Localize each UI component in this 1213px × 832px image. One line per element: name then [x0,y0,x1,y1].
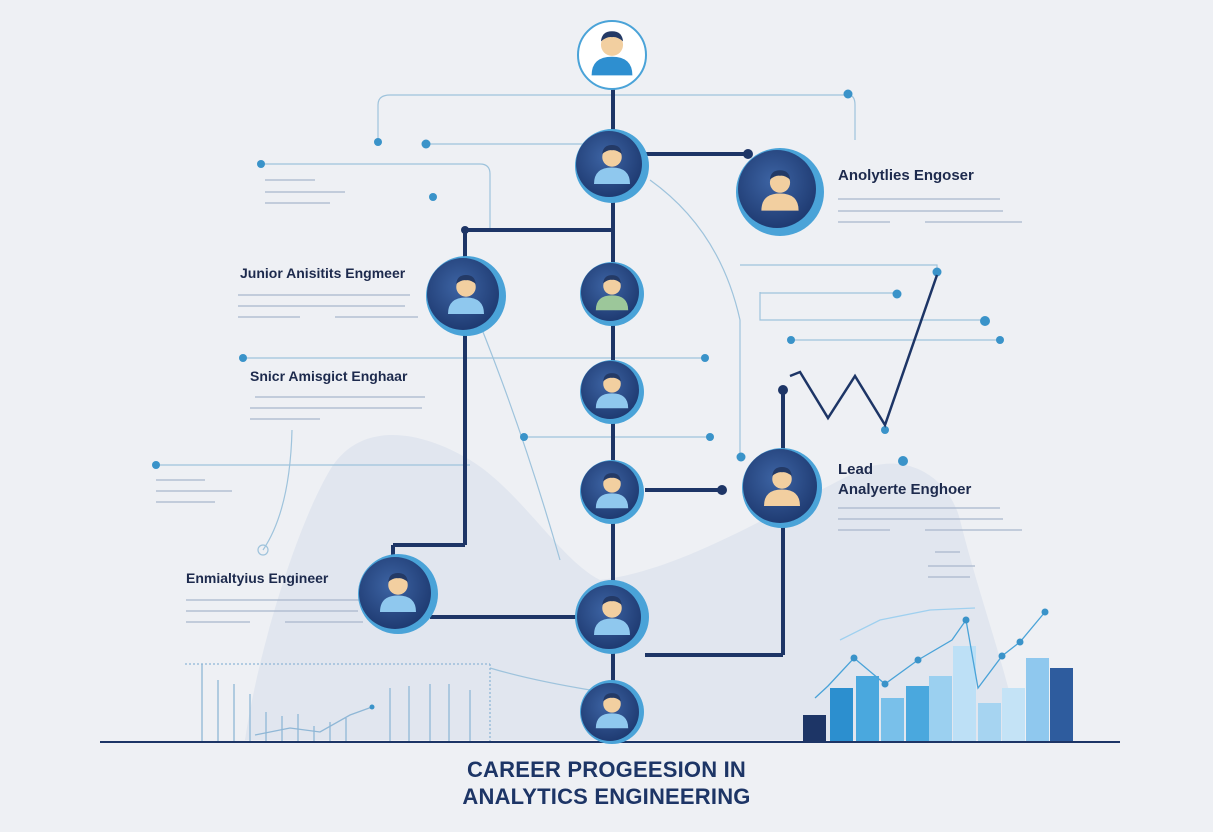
placeholder-text [156,179,1022,623]
node-c2 [580,262,644,326]
node-junior [426,256,506,336]
node-c5 [575,580,649,654]
node-c4 [580,460,644,524]
role-entry: Enmialtyius Engineer [186,570,329,586]
role-junior: Junior Anisitits Engmeer [240,265,406,281]
node-c6 [580,680,644,744]
role-lead-line1: Lead [838,461,874,478]
guide-dots [152,89,1004,469]
right-bar-chart [803,607,1073,741]
node-entry [358,554,438,634]
trend-line [789,274,939,428]
connector-endpoints [461,149,788,495]
role-lead-line2: Analyerte Enghoer [838,481,972,498]
role-analytics-engineer: Anolytlies Engoser [838,167,974,184]
role-senior: Snicr Amisgict Enghaar [250,368,408,384]
node-c1 [575,129,649,203]
top-node [577,20,647,90]
page-title-line2: ANALYTICS ENGINEERING [462,784,751,809]
node-lead [742,448,822,528]
page-title-line1: CAREER PROGEESION IN [466,757,747,782]
node-analytics-engineer [736,148,824,236]
left-mini-chart [185,663,491,742]
node-c3 [580,360,644,424]
